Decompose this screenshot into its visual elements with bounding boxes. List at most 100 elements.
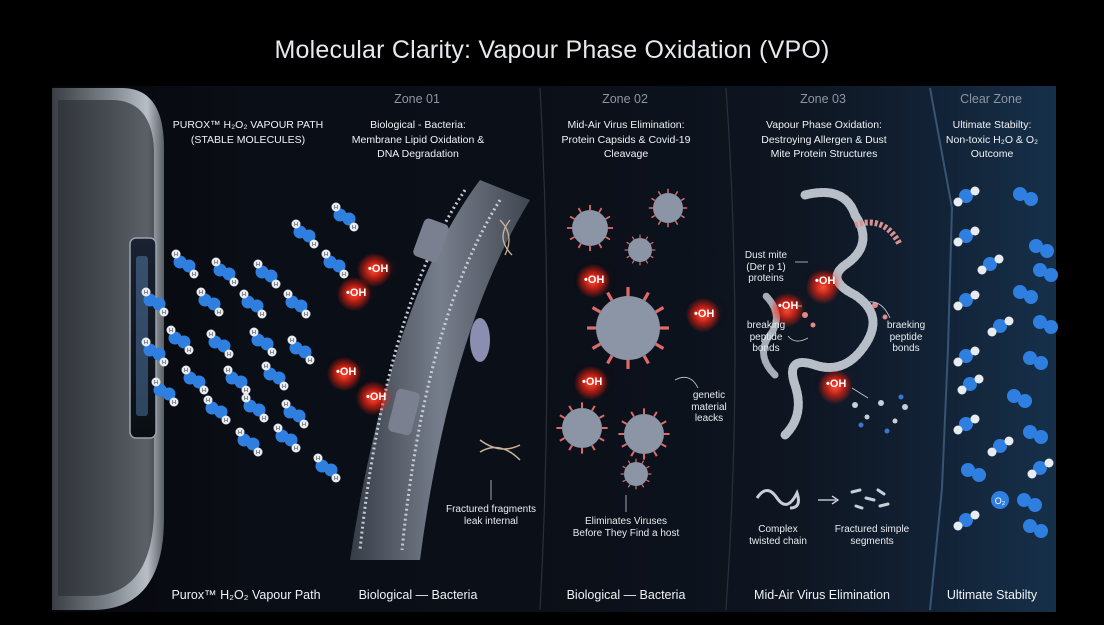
h2o2-molecule xyxy=(294,299,308,313)
annotation-complex-chain: Complex twisted chain xyxy=(738,524,818,547)
hydrogen-atom xyxy=(953,237,963,247)
oxygen-molecule xyxy=(1034,430,1048,444)
hydrogen-atom xyxy=(221,415,231,425)
hydrogen-atom xyxy=(970,414,980,424)
annotation-line: Fractured fragments xyxy=(445,504,537,515)
water-molecule xyxy=(959,229,973,243)
coronavirus-icon xyxy=(556,402,608,454)
hydrogen-atom xyxy=(287,335,297,345)
heading-line: DNA Degradation xyxy=(377,148,459,160)
heading-line: Mid-Air Virus Elimination: xyxy=(567,119,685,131)
h2o2-molecule xyxy=(298,345,312,359)
hydrogen-atom xyxy=(279,381,289,391)
hydrogen-label: H xyxy=(192,272,196,278)
hydrogen-atom xyxy=(229,277,239,287)
zone-divider-3 xyxy=(929,87,954,611)
hydrogen-atom xyxy=(970,186,980,196)
air-purifier-device xyxy=(52,88,164,610)
hydroxyl-radical-label: •OH xyxy=(336,366,357,378)
oxygen-molecule xyxy=(1034,524,1048,538)
hydroxyl-radical-label: •OH xyxy=(582,376,603,388)
heading-clear-zone: Ultimate Stabilty: Non-toxic H₂O & O₂ Ou… xyxy=(930,118,1054,162)
oxygen-molecule xyxy=(991,491,1009,509)
hydrogen-label: H xyxy=(217,310,221,316)
hydrogen-atom xyxy=(349,222,359,232)
oxygen-molecule-label: O₂ xyxy=(995,496,1006,506)
heading-line: Ultimate Stabilty: xyxy=(952,119,1032,131)
hydrogen-atom xyxy=(169,397,179,407)
water-molecule xyxy=(1023,519,1037,533)
zone-label-clear: Clear Zone xyxy=(960,92,1022,106)
h2o2-molecule xyxy=(284,433,298,447)
hydrogen-atom xyxy=(211,257,221,267)
h2o2-molecule xyxy=(192,375,206,389)
hydrogen-label: H xyxy=(284,402,288,408)
water-molecule xyxy=(963,377,977,391)
annotation-line: bonds xyxy=(892,343,920,354)
hydrogen-label: H xyxy=(312,242,316,248)
radical-glow xyxy=(770,293,804,327)
h2o2-molecule xyxy=(342,212,356,226)
hydrogen-label: H xyxy=(256,262,260,268)
hydrogen-atom xyxy=(987,447,997,457)
hydrogen-atom xyxy=(977,265,987,275)
coronavirus-icon xyxy=(620,458,652,490)
hydrogen-atom xyxy=(301,309,311,319)
hydrogen-label: H xyxy=(290,338,294,344)
hydrogen-atom xyxy=(235,427,245,437)
hydrogen-atom xyxy=(970,510,980,520)
hydrogen-atom xyxy=(171,249,181,259)
hydrogen-atom xyxy=(970,346,980,356)
footer-label-clear-zone: Ultimate Stabilty xyxy=(946,588,1038,602)
water-molecule xyxy=(983,257,997,271)
water-molecule xyxy=(959,513,973,527)
bacteria-membrane-illustration xyxy=(350,180,530,560)
water-molecule xyxy=(959,349,973,363)
annotation-eliminates-viruses: Eliminates Viruses Before They Find a ho… xyxy=(556,516,696,539)
hydrogen-label: H xyxy=(238,430,242,436)
h2o2-molecule xyxy=(217,339,231,353)
heading-line: Outcome xyxy=(970,148,1014,160)
hydrogen-atom xyxy=(331,202,341,212)
hydrogen-label: H xyxy=(252,330,256,336)
hydrogen-atom xyxy=(321,249,331,259)
radical-glow xyxy=(356,381,390,415)
heading-line: Non-toxic H₂O & O₂ xyxy=(945,133,1039,146)
hydrogen-atom xyxy=(253,447,263,457)
hydrogen-label: H xyxy=(304,312,308,318)
hydrogen-label: H xyxy=(209,332,213,338)
annotation-breaking-left: breaking peptide bonds xyxy=(740,320,792,355)
annotation-line: Dust mite xyxy=(744,250,788,261)
hydrogen-label: H xyxy=(276,426,280,432)
hydrogen-atom xyxy=(1004,316,1014,326)
h2o2-molecule xyxy=(246,437,260,451)
hydrogen-label: H xyxy=(244,396,248,402)
hydrogen-atom xyxy=(281,399,291,409)
hydrogen-label: H xyxy=(334,476,338,482)
hydrogen-atom xyxy=(987,327,997,337)
hydrogen-label: H xyxy=(224,418,228,424)
annotation-line: Complex xyxy=(758,524,798,535)
water-molecule xyxy=(993,319,1007,333)
hydrogen-atom xyxy=(283,289,293,299)
h2o2-molecule xyxy=(162,387,176,401)
hydrogen-atom xyxy=(1044,458,1054,468)
hydroxyl-radical-label: •OH xyxy=(346,287,367,299)
oxygen-molecule xyxy=(1044,268,1058,282)
oxygen-molecule xyxy=(1034,356,1048,370)
annotation-fractured-fragments: Fractured fragments leak internal xyxy=(434,504,548,527)
hydrogen-atom xyxy=(1027,469,1037,479)
h2o2-molecule xyxy=(152,347,166,361)
coronavirus-icon xyxy=(618,408,670,460)
hydrogen-atom xyxy=(953,197,963,207)
coronavirus-icon xyxy=(624,234,656,266)
water-molecule xyxy=(1013,285,1027,299)
hydrogen-label: H xyxy=(316,456,320,462)
annotation-line: braeking xyxy=(886,320,926,331)
hydrogen-atom xyxy=(253,259,263,269)
radical-glow xyxy=(337,277,371,311)
hydrogen-label: H xyxy=(226,368,230,374)
hydrogen-atom xyxy=(196,287,206,297)
radical-glow xyxy=(327,357,361,391)
